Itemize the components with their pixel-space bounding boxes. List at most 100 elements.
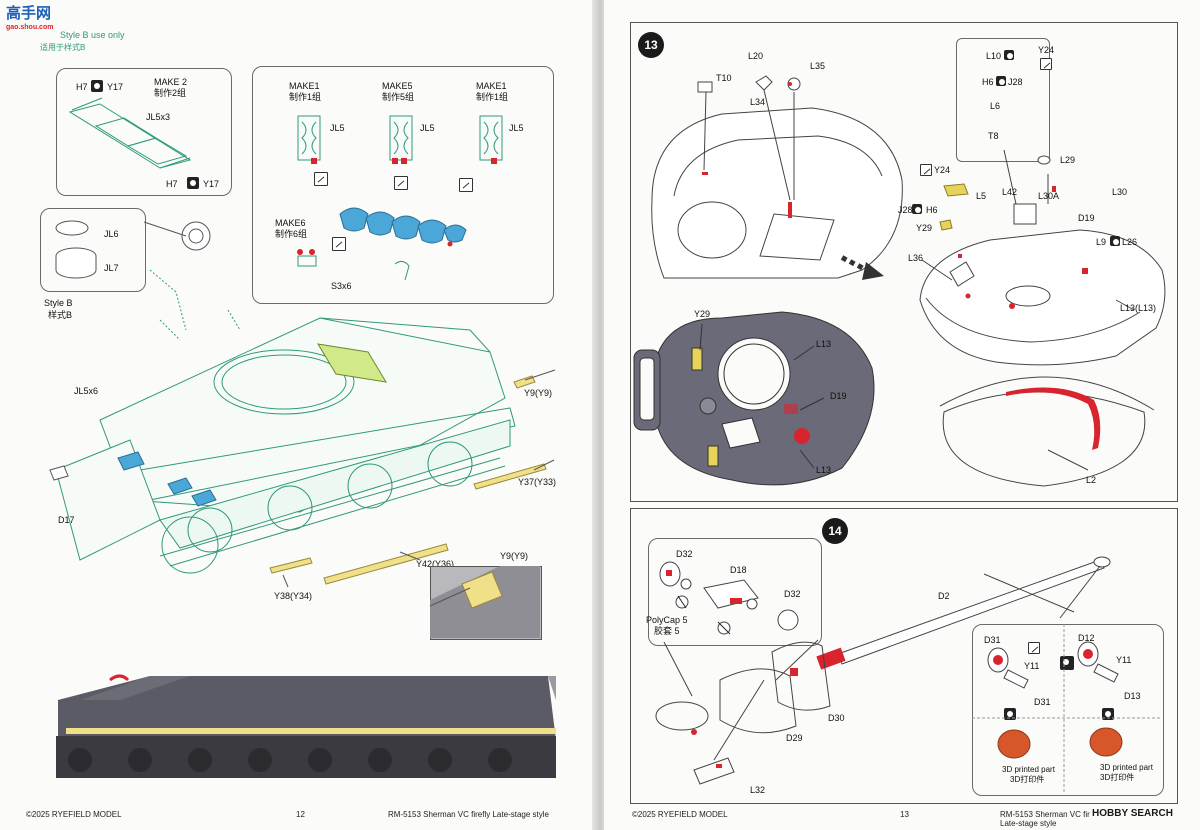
footer-title-right: RM-5153 Sherman VC firefly Late-stage st…	[1000, 810, 1103, 828]
option-icon	[1102, 708, 1114, 720]
make6-label-cn: 制作6组	[275, 229, 308, 239]
part-l10: L10	[986, 51, 1002, 61]
polycap-label-cn: 胶套 5	[654, 626, 680, 636]
turret-assembly-drawing	[919, 149, 1166, 487]
polycap-label-en: PolyCap 5	[646, 615, 688, 625]
track-link-drawing	[68, 97, 192, 169]
printed-a-en: 3D printed part	[1002, 765, 1055, 774]
part-y24-top: Y24	[1038, 45, 1055, 55]
cut-instruction-icon	[996, 76, 1006, 86]
printed-parts-drawing	[972, 624, 1162, 794]
option-icon	[1004, 708, 1016, 720]
step-13-frame	[630, 22, 1178, 502]
part-y24: Y24	[934, 165, 951, 175]
step-arrow-icon	[840, 255, 884, 280]
part-jl5-b: JL5	[420, 123, 435, 133]
glue-icon	[314, 172, 328, 186]
y9-detail-drawing	[429, 566, 540, 638]
part-d2: D2	[938, 591, 950, 601]
hobby-search-watermark: HOBBY SEARCH	[1090, 808, 1175, 819]
style-note-en: Style B use only	[60, 30, 125, 40]
part-t10: T10	[716, 73, 732, 83]
make2-label-en: MAKE 2	[154, 77, 188, 87]
part-l20: L20	[748, 51, 764, 61]
part-d12: D12	[1078, 633, 1095, 643]
cut-instruction-icon	[1110, 236, 1120, 246]
step-14-frame	[630, 508, 1178, 804]
make1-a-cn: 制作1组	[289, 92, 322, 102]
part-j28: J28	[898, 205, 913, 215]
part-y29-right: Y29	[916, 223, 933, 233]
part-l30a: L30A	[1038, 191, 1060, 201]
turret-underside-drawing	[633, 311, 875, 486]
part-d31-b: D31	[1034, 697, 1051, 707]
part-y17-bottom: Y17	[203, 179, 220, 189]
step-13-number: 13	[638, 32, 664, 58]
footer-copyright-left: ©2025 RYEFIELD MODEL	[26, 810, 122, 819]
part-jl7: JL7	[104, 263, 119, 273]
part-l36: L36	[908, 253, 924, 263]
make1-a-en: MAKE1	[289, 81, 320, 91]
watermark-url: gao.shou.com	[6, 24, 54, 31]
right-page: 13 T10 L20 L35 L34 Y29 L13 D19	[604, 0, 1200, 830]
make1-b-en: MAKE1	[476, 81, 507, 91]
cut-instruction-icon	[91, 80, 103, 92]
part-t8: T8	[988, 131, 999, 141]
style-b-en: Style B	[44, 298, 73, 308]
make5-cn: 制作5组	[382, 92, 415, 102]
part-l5: L5	[976, 191, 987, 201]
make2-label-cn: 制作2组	[154, 88, 187, 98]
part-l42: L42	[1002, 187, 1018, 197]
part-d32-right: D32	[784, 589, 801, 599]
part-jl6: JL6	[104, 229, 119, 239]
part-y38: Y38(Y34)	[274, 591, 313, 601]
make2-detail-box	[56, 68, 232, 196]
part-h7-bottom: H7	[166, 179, 178, 189]
footer-copyright-right: ©2025 RYEFIELD MODEL	[632, 810, 728, 819]
tank-hull-line-drawing	[49, 269, 556, 588]
part-s3x6: S3x6	[331, 281, 352, 291]
track-group-drawing	[297, 115, 503, 281]
part-d31: D31	[984, 635, 1001, 645]
watermark-logo: 高手网 gao.shou.com	[2, 4, 82, 34]
part-d29: D29	[786, 733, 803, 743]
gun-barrel-drawing	[655, 556, 1111, 785]
part-y9-top: Y9(Y9)	[524, 388, 553, 398]
printed-b-en: 3D printed part	[1100, 763, 1153, 772]
mantlet-parts-drawing	[659, 561, 799, 635]
glue-icon	[459, 178, 473, 192]
turret-interior-drawing	[651, 75, 903, 279]
part-h6: H6	[926, 205, 938, 215]
part-l35: L35	[810, 61, 826, 71]
make5-en: MAKE5	[382, 81, 413, 91]
part-l32: L32	[750, 785, 766, 795]
make6-label-en: MAKE6	[275, 218, 306, 228]
part-l9: L9	[1096, 237, 1107, 247]
part-d17: D17	[58, 515, 75, 525]
part-y17-top: Y17	[107, 82, 124, 92]
part-l13-bottom: L13	[816, 465, 832, 475]
style-note-cn: 适用于样式B	[40, 43, 86, 52]
glue-icon	[1028, 642, 1040, 654]
part-d13: D13	[1124, 691, 1141, 701]
periscope-detail-box	[956, 38, 1050, 162]
part-y37: Y37(Y33)	[518, 477, 557, 487]
style-b-wheel-box	[40, 208, 146, 292]
part-y11-b: Y11	[1116, 655, 1132, 665]
part-j28-top: J28	[1008, 77, 1023, 87]
step-14-number: 14	[822, 518, 848, 544]
style-b-cn: 样式B	[48, 310, 73, 320]
part-l30: L30	[1112, 187, 1128, 197]
cut-instruction-icon	[1004, 50, 1014, 60]
left-page: 高手网 gao.shou.com Style B use only 适用于样式B…	[0, 0, 596, 830]
part-l13-top: L13	[816, 339, 832, 349]
part-l34: L34	[750, 97, 766, 107]
part-d30: D30	[828, 713, 845, 723]
part-d19-right: D19	[1078, 213, 1095, 223]
glue-icon	[332, 237, 346, 251]
part-jl5x3: JL5x3	[146, 112, 171, 122]
glue-icon	[920, 164, 932, 176]
glue-icon	[394, 176, 408, 190]
page-number-right: 13	[900, 810, 909, 819]
painted-hull-side-view	[56, 674, 556, 778]
